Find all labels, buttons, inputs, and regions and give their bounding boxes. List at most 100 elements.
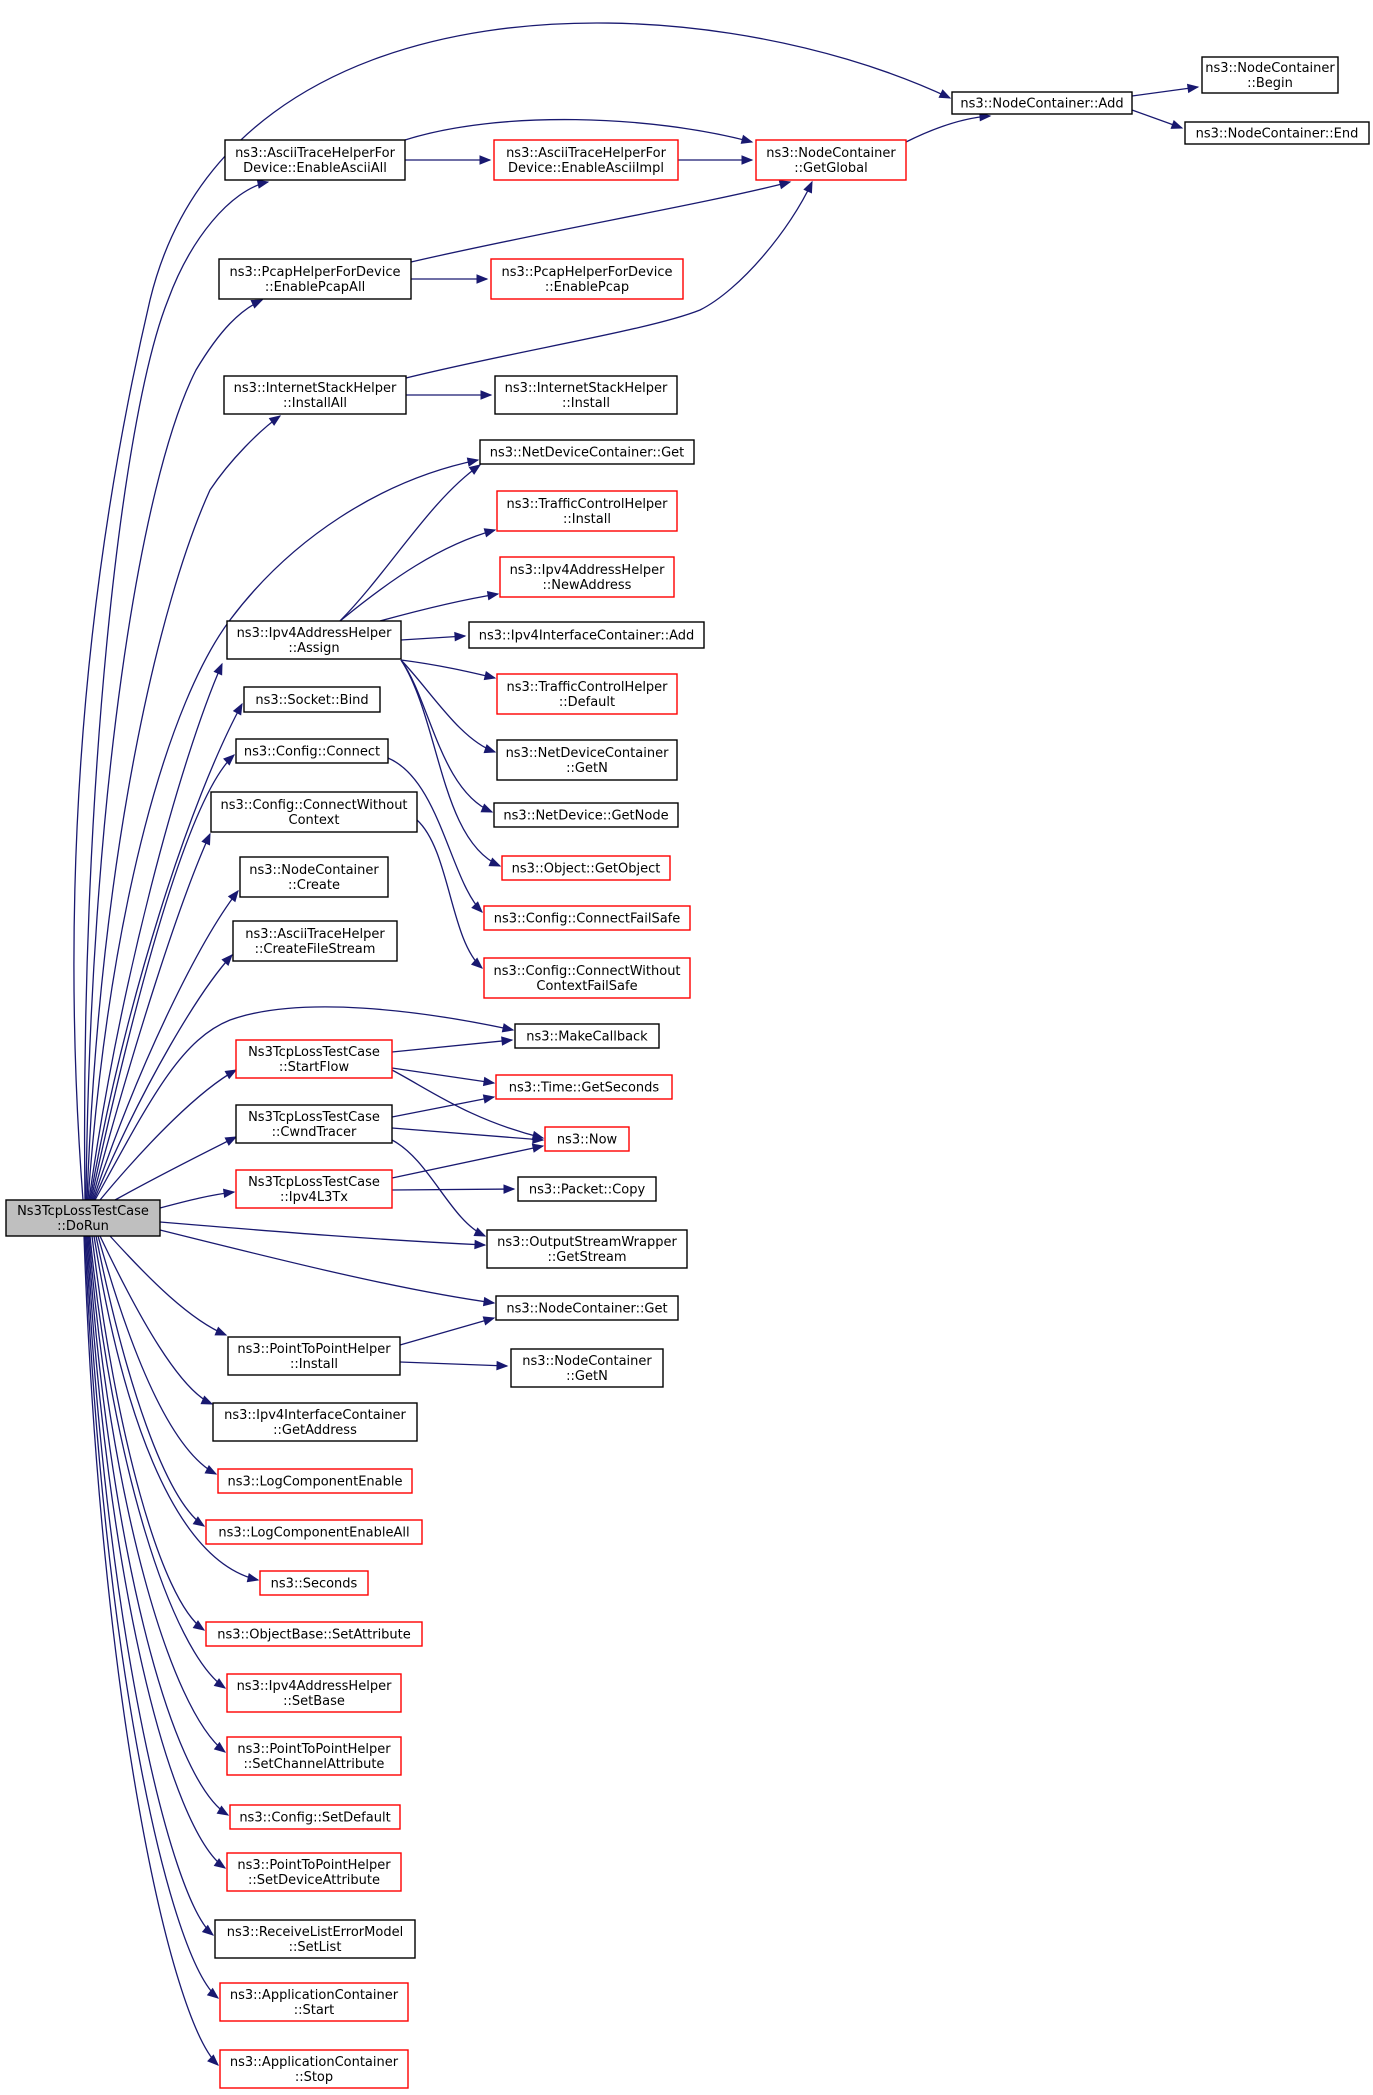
node-ndc-getn[interactable]: ns3::NetDeviceContainer::GetN — [496, 739, 678, 781]
node-ish-inst[interactable]: ns3::InternetStackHelper::Install — [494, 375, 678, 415]
node-log-cea[interactable]: ns3::LogComponentEnableAll — [205, 1519, 423, 1545]
node-label-line: ::GetStream — [548, 1250, 627, 1265]
node-ath-cfs[interactable]: ns3::AsciiTraceHelper::CreateFileStream — [232, 920, 398, 962]
node-ipv4-assign[interactable]: ns3::Ipv4AddressHelper::Assign — [226, 620, 402, 660]
edge-line — [400, 659, 496, 753]
edge-root-to-sock_bind — [89, 702, 243, 1201]
node-make-cb[interactable]: ns3::MakeCallback — [514, 1023, 660, 1049]
edge-line — [339, 464, 481, 622]
node-startflow[interactable]: Ns3TcpLossTestCase::StartFlow — [235, 1039, 393, 1079]
node-label-line: Ns3TcpLossTestCase — [248, 1110, 380, 1125]
edge-startflow-to-time_gets — [391, 1067, 496, 1087]
node-box — [219, 2049, 409, 2089]
node-app-stop[interactable]: ns3::ApplicationContainer::Stop — [219, 2049, 409, 2089]
node-label-line: ns3::Ipv4InterfaceContainer::Add — [479, 629, 695, 644]
edge-cfg_conn-to-cfg_connfs — [387, 757, 483, 913]
arrow-head — [483, 744, 497, 754]
edge-line — [97, 1235, 217, 1475]
node-app-start[interactable]: ns3::ApplicationContainer::Start — [219, 1982, 409, 2022]
node-label-line: ns3::NodeContainer — [249, 863, 379, 878]
edge-root-to-ath_cfs — [93, 954, 233, 1201]
node-ath-impl[interactable]: ns3::AsciiTraceHelperForDevice::EnableAs… — [493, 139, 679, 181]
node-now[interactable]: ns3::Now — [544, 1126, 630, 1152]
edge-root-to-ob_setattr — [91, 1235, 206, 1631]
node-sock-bind[interactable]: ns3::Socket::Bind — [243, 686, 381, 713]
edge-root-to-ipv4_assign — [88, 662, 223, 1201]
node-nc-global[interactable]: ns3::NodeContainer::GetGlobal — [755, 139, 907, 181]
arrow-head — [473, 1227, 487, 1237]
node-label-line: ::Begin — [1247, 76, 1293, 91]
edge-line — [404, 118, 753, 143]
node-label-line: ns3::TrafficControlHelper — [506, 497, 668, 512]
node-nc-get[interactable]: ns3::NodeContainer::Get — [495, 1295, 679, 1321]
edge-line — [159, 1229, 495, 1304]
arrow-head — [207, 2054, 219, 2066]
node-iic-add[interactable]: ns3::Ipv4InterfaceContainer::Add — [468, 621, 705, 649]
node-ish-all[interactable]: ns3::InternetStackHelper::InstallAll — [223, 375, 407, 415]
node-label-line: ::Install — [562, 396, 610, 411]
node-cfg-connwofs[interactable]: ns3::Config::ConnectWithoutContextFailSa… — [483, 957, 691, 999]
arrow-head — [483, 528, 497, 538]
node-ndc-get[interactable]: ns3::NetDeviceContainer::Get — [479, 439, 695, 465]
arrow-head — [532, 1134, 545, 1144]
node-cfg-setdef[interactable]: ns3::Config::SetDefault — [229, 1804, 401, 1830]
node-tch-inst[interactable]: ns3::TrafficControlHelper::Install — [496, 490, 678, 532]
edge-line — [99, 1235, 213, 1405]
node-nd-getnode[interactable]: ns3::NetDevice::GetNode — [493, 802, 679, 828]
node-label-line: ns3::ObjectBase::SetAttribute — [217, 1628, 411, 1643]
node-seconds[interactable]: ns3::Seconds — [259, 1570, 369, 1596]
node-rlem-setlist[interactable]: ns3::ReceiveListErrorModel::SetList — [214, 1919, 416, 1959]
node-label-line: ns3::PointToPointHelper — [237, 1742, 391, 1757]
edge-line — [391, 1188, 515, 1191]
node-nc-add[interactable]: ns3::NodeContainer::Add — [951, 91, 1133, 115]
node-ipv4-setbase[interactable]: ns3::Ipv4AddressHelper::SetBase — [226, 1673, 402, 1713]
node-ipv4l3tx[interactable]: Ns3TcpLossTestCase::Ipv4L3Tx — [235, 1169, 393, 1209]
node-label-line: ns3::Config::SetDefault — [239, 1811, 390, 1826]
node-box — [219, 1982, 409, 2022]
edge-root-to-ipv4_setbase — [89, 1235, 227, 1689]
node-time-gets[interactable]: ns3::Time::GetSeconds — [495, 1074, 673, 1100]
node-ipv4-new[interactable]: ns3::Ipv4AddressHelper::NewAddress — [499, 556, 675, 598]
node-cfg-connfs[interactable]: ns3::Config::ConnectFailSafe — [483, 905, 691, 931]
edge-ipv4_assign-to-iic_add — [400, 631, 467, 642]
edge-root-to-ish_all — [86, 415, 282, 1201]
edge-line — [391, 1139, 486, 1237]
node-iic-getaddr[interactable]: ns3::Ipv4InterfaceContainer::GetAddress — [212, 1402, 418, 1442]
node-obj-getobj[interactable]: ns3::Object::GetObject — [501, 855, 671, 881]
edge-line — [73, 22, 951, 1201]
node-pkt-copy[interactable]: ns3::Packet::Copy — [517, 1176, 657, 1202]
node-root[interactable]: Ns3TcpLossTestCase::DoRun — [5, 1199, 161, 1237]
edge-root-to-make_cb — [94, 1006, 515, 1201]
node-nc-create[interactable]: ns3::NodeContainer::Create — [239, 856, 389, 898]
arrow-head — [213, 1678, 227, 1689]
node-label-line: ::EnablePcap — [545, 280, 629, 295]
node-p2p-setdev[interactable]: ns3::PointToPointHelper::SetDeviceAttrib… — [226, 1852, 402, 1892]
node-osw-gets[interactable]: ns3::OutputStreamWrapper::GetStream — [486, 1229, 688, 1269]
node-pcap-all[interactable]: ns3::PcapHelperForDevice::EnablePcapAll — [218, 258, 412, 300]
arrow-head — [223, 754, 235, 766]
node-log-ce[interactable]: ns3::LogComponentEnable — [217, 1468, 413, 1494]
node-ob-setattr[interactable]: ns3::ObjectBase::SetAttribute — [205, 1621, 423, 1647]
node-p2p-inst[interactable]: ns3::PointToPointHelper::Install — [227, 1336, 401, 1376]
node-tch-def[interactable]: ns3::TrafficControlHelper::Default — [496, 673, 678, 715]
node-cwnd[interactable]: Ns3TcpLossTestCase::CwndTracer — [235, 1104, 393, 1144]
edge-root-to-cfg_conn — [90, 754, 235, 1201]
node-box — [496, 490, 678, 532]
node-ath-all[interactable]: ns3::AsciiTraceHelperForDevice::EnableAs… — [224, 139, 406, 181]
arrow-head — [482, 1076, 496, 1087]
node-nc-getn[interactable]: ns3::NodeContainer::GetN — [510, 1348, 664, 1388]
node-p2p-setch[interactable]: ns3::PointToPointHelper::SetChannelAttri… — [226, 1736, 402, 1776]
node-box — [239, 856, 389, 898]
node-nc-end[interactable]: ns3::NodeContainer::End — [1184, 121, 1370, 145]
edge-ipv4_assign-to-ndc_get — [339, 464, 482, 622]
node-label-line: ::CreateFileStream — [255, 942, 376, 957]
node-nc-begin[interactable]: ns3::NodeContainer::Begin — [1201, 56, 1339, 94]
node-cfg-conn[interactable]: ns3::Config::Connect — [235, 738, 389, 764]
edge-ath_all-to-ath_impl — [405, 155, 492, 165]
arrow-head — [221, 954, 233, 966]
node-box — [218, 258, 412, 300]
node-label-line: ns3::Ipv4AddressHelper — [237, 626, 393, 641]
node-pcap[interactable]: ns3::PcapHelperForDevice::EnablePcap — [490, 258, 684, 300]
node-label-line: ns3::PointToPointHelper — [237, 1342, 391, 1357]
